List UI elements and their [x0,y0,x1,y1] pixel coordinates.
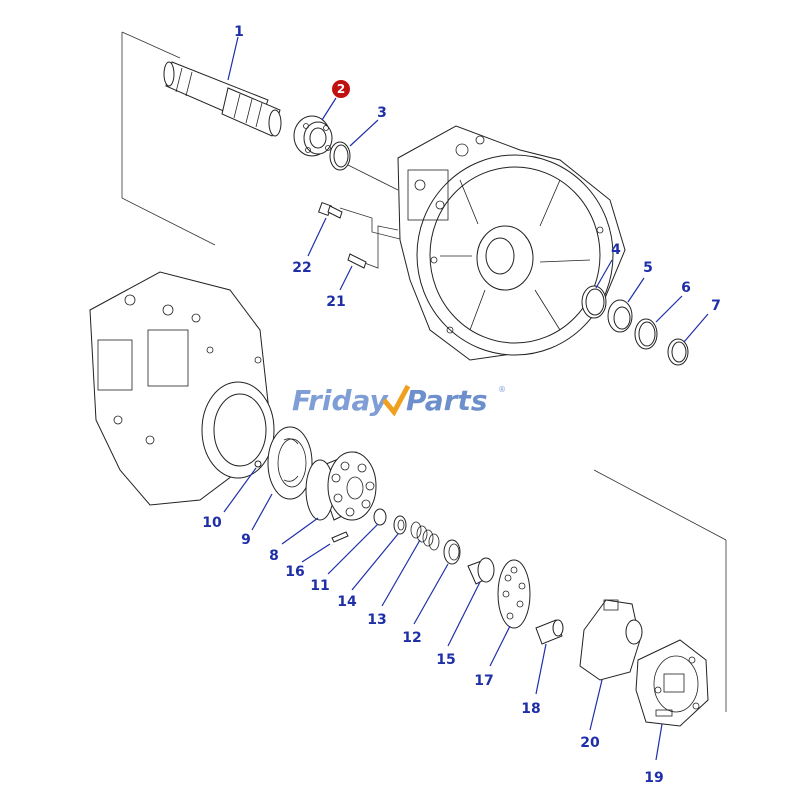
valve-plate [267,426,313,500]
oil-seal [607,299,633,333]
cradle [635,639,709,727]
snap-ring-7 [667,338,689,366]
callout-2-highlight: 2 [332,80,350,98]
callout-22: 22 [292,260,311,276]
snap-ring-4 [581,285,607,319]
callout-9: 9 [241,532,251,548]
snap-ring-11 [373,508,387,526]
callout-2: 2 [337,82,345,96]
watermark-logo: Friday Parts ® [292,384,506,417]
watermark-brand-a: Friday [292,384,390,417]
callout-7: 7 [711,298,721,314]
assembly-guide-lines [121,31,727,712]
callout-18: 18 [521,701,540,717]
highlight-badge [332,80,350,98]
callout-8: 8 [269,548,279,564]
callout-10: 10 [202,515,222,531]
piston-shoe [535,619,564,645]
pump-housing [397,125,626,361]
bearing [293,115,333,157]
spring [410,521,440,551]
watermark-check-icon [382,384,411,417]
callout-11: 11 [310,578,329,594]
callout-labels: 1 3 4 5 6 7 8 9 10 11 12 13 14 15 16 17 … [202,24,721,786]
watermark-brand-b: Parts [406,384,487,417]
watermark-registered: ® [498,385,506,394]
drive-shaft [163,61,282,137]
spacer [443,539,461,565]
cylinder-block [305,451,377,521]
callout-21: 21 [326,294,345,310]
bolt [317,201,343,219]
callout-3: 3 [377,105,387,121]
callout-12: 12 [402,630,421,646]
callout-5: 5 [643,260,653,276]
locating-pin [254,460,262,468]
callout-1: 1 [234,24,244,40]
callout-17: 17 [474,673,493,689]
cylinder-pin [331,531,349,543]
snap-ring-3 [329,141,351,171]
spacer-ring [634,318,658,350]
swash-plate [579,599,643,681]
retainer-plate [497,559,531,629]
callout-16: 16 [285,564,304,580]
callout-14: 14 [337,594,357,610]
callout-19: 19 [644,770,663,786]
callout-6: 6 [681,280,691,296]
dowel-pin [347,253,367,269]
callout-15: 15 [436,652,455,668]
valve-block [89,271,275,506]
washer [393,515,407,535]
callout-13: 13 [367,612,386,628]
spherical-bushing [467,557,495,585]
callout-20: 20 [580,735,600,751]
callout-4: 4 [611,242,621,258]
leader-lines [223,36,709,761]
